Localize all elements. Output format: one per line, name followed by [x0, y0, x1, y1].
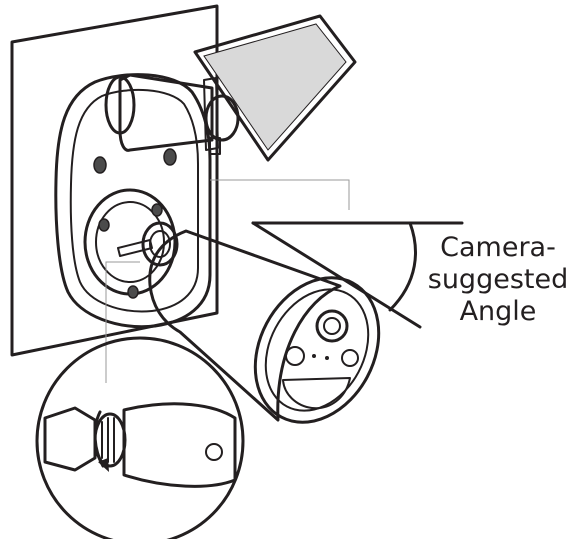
knob-lever — [117, 239, 153, 257]
threaded-knob — [141, 221, 179, 267]
mount-base-plate-inner — [69, 88, 199, 313]
mount-hole — [163, 148, 177, 166]
camera-sensor-right — [341, 349, 359, 367]
solar-panel — [193, 14, 357, 162]
camera-front-inner — [264, 288, 370, 412]
rotate-arrow-head — [98, 458, 109, 472]
camera-lens — [315, 309, 349, 343]
camera-front — [253, 276, 381, 424]
swivel-mount-disc-inner — [95, 201, 165, 283]
mount-hole — [93, 156, 107, 174]
camera-suggested-angle-label: Camera- suggested Angle — [418, 232, 578, 328]
angle-label-line-1: Camera- — [440, 232, 556, 263]
solar-panel-surface — [203, 23, 347, 151]
swivel-screw — [151, 203, 163, 217]
camera-pir-window — [282, 377, 351, 410]
wall — [10, 4, 219, 357]
mount-base-plate — [54, 73, 212, 329]
threaded-knob-inner — [149, 230, 171, 258]
angle-arc — [388, 221, 417, 312]
panel-bracket-pin — [209, 137, 221, 155]
camera-led — [312, 354, 316, 358]
camera-body — [148, 229, 342, 422]
inset-camera-body — [122, 402, 237, 488]
camera-mic — [325, 356, 329, 360]
camera-lens-inner — [323, 317, 341, 335]
angle-label-line-2: suggested — [427, 264, 569, 295]
zoom-inset — [35, 336, 245, 539]
angle-label-line-3: Angle — [459, 296, 537, 327]
inset-mount-stub — [43, 406, 97, 472]
camera-sensor-left — [285, 346, 305, 366]
zoom-inset-content — [43, 402, 237, 488]
swivel-mount-disc — [83, 188, 177, 296]
mount-arm-end — [104, 75, 136, 135]
swivel-screw — [127, 285, 139, 299]
inset-camera-detail — [205, 443, 223, 461]
swivel-screw — [98, 218, 110, 232]
guide-line-top — [210, 179, 350, 210]
